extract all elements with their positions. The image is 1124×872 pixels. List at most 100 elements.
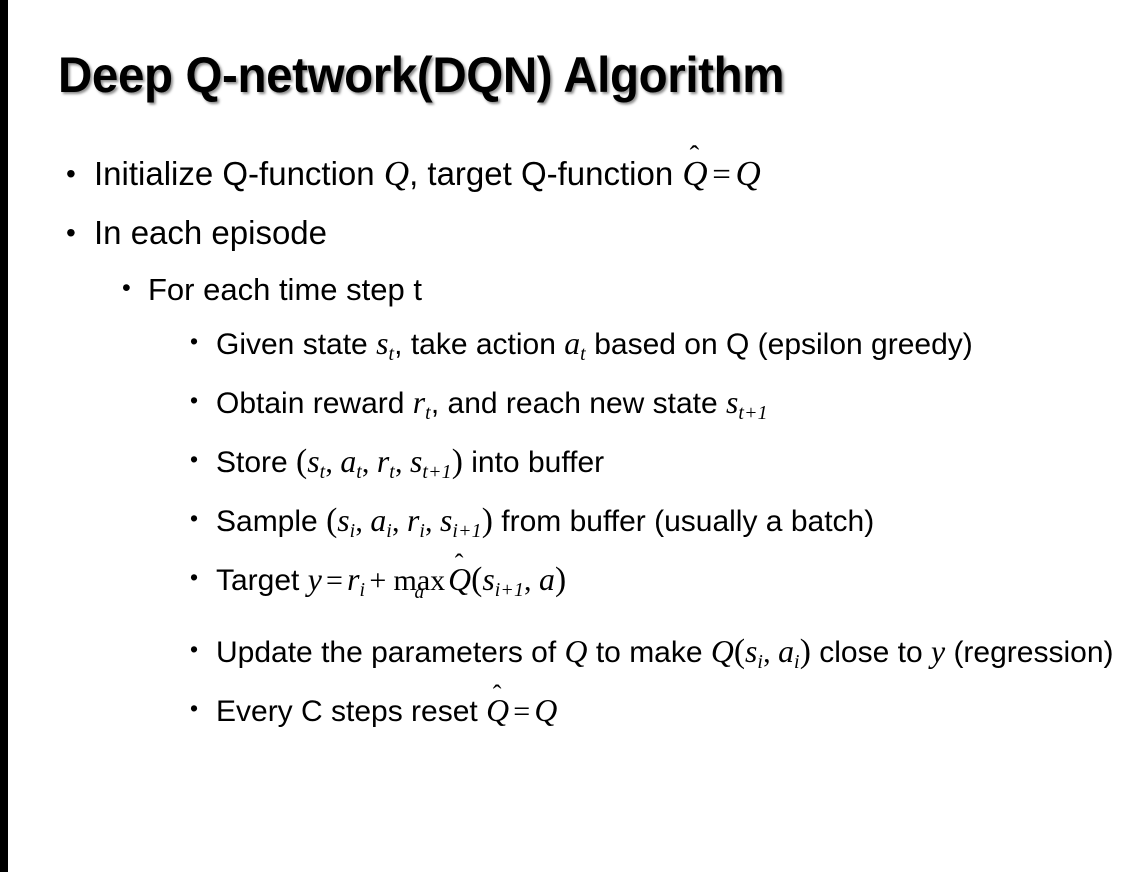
- math-comma: ,: [425, 504, 441, 538]
- math-var-q-base: Q: [682, 154, 708, 193]
- text-fragment: close to: [810, 635, 931, 669]
- math-var-a: a: [778, 633, 795, 669]
- text-fragment: , take action: [394, 328, 565, 361]
- math-var-s: s: [726, 384, 739, 420]
- math-comma: ,: [391, 504, 407, 538]
- math-var-r: r: [412, 384, 426, 420]
- slide-left-edge-bar: [0, 0, 8, 872]
- math-var-s: s: [376, 326, 389, 361]
- list-item-text: For each time step t: [148, 272, 422, 307]
- math-plus: +: [369, 563, 387, 597]
- text-fragment: , target Q-function: [409, 155, 683, 192]
- hat-accent: ˆ: [454, 548, 464, 578]
- math-var-s: s: [337, 502, 350, 538]
- hat-accent: ˆ: [492, 679, 502, 709]
- list-item-text: Store (st, at, rt, st+1) into buffer: [216, 439, 1124, 495]
- math-subscript-t: t: [580, 342, 586, 365]
- math-subscript-i: i: [794, 650, 800, 673]
- math-subscript-i: i: [419, 519, 426, 542]
- math-comma: ,: [325, 445, 341, 479]
- bullet-glyph: •: [190, 386, 199, 413]
- list-item-initialize: • Initialize Q-function Q, target Q-func…: [0, 141, 1124, 199]
- math-max-label: max: [393, 563, 446, 597]
- math-subscript-t: t: [425, 401, 431, 424]
- math-paren-open: (: [733, 632, 746, 670]
- math-paren-open: (: [296, 442, 308, 480]
- bullet-list: • Initialize Q-function Q, target Q-func…: [0, 141, 1124, 737]
- math-var-q: Q: [383, 154, 410, 193]
- math-var-s: s: [482, 561, 495, 597]
- math-subscript-t: t: [356, 460, 362, 483]
- math-subscript-t: t: [389, 460, 395, 483]
- list-item-text: In each episode: [94, 214, 328, 251]
- math-comma: ,: [763, 635, 779, 669]
- bullet-glyph: •: [190, 635, 199, 662]
- bullet-glyph: •: [190, 328, 199, 354]
- text-fragment: Every C steps reset: [216, 694, 487, 728]
- text-fragment: into buffer: [462, 445, 605, 479]
- math-subscript-i: i: [386, 519, 392, 542]
- math-subscript-i-plus-1: i+1: [494, 578, 525, 601]
- list-item-text: Update the parameters of Q to make Q(si,…: [216, 629, 1124, 685]
- text-fragment: based on Q (epsilon greedy): [585, 328, 973, 361]
- math-var-a: a: [564, 326, 581, 361]
- text-fragment: Given state: [216, 328, 377, 361]
- text-fragment: Target: [216, 563, 308, 597]
- text-fragment: Obtain reward: [216, 386, 413, 420]
- math-var-y: y: [307, 561, 322, 597]
- math-var-s: s: [440, 502, 453, 538]
- math-subscript-t: t: [388, 342, 395, 365]
- text-fragment: Initialize Q-function: [94, 155, 384, 192]
- math-comma: ,: [395, 445, 410, 479]
- list-item-in-each-episode: • In each episode: [0, 209, 1124, 257]
- math-var-s: s: [410, 443, 423, 479]
- bullet-glyph: •: [66, 217, 76, 248]
- math-comma: ,: [524, 563, 540, 597]
- list-item-text: Initialize Q-function Q, target Q-functi…: [94, 141, 1054, 199]
- math-var-q2: Q: [735, 154, 761, 193]
- bullet-glyph: •: [190, 445, 199, 472]
- math-subscript-i-plus-1: i+1: [452, 519, 482, 542]
- bullet-glyph: •: [190, 563, 199, 590]
- bullet-glyph: •: [66, 158, 76, 189]
- text-fragment: from buffer (usually a batch): [492, 504, 875, 538]
- list-item-obtain-reward: • Obtain reward rt, and reach new state …: [0, 380, 1124, 436]
- math-paren-close: ): [451, 442, 463, 480]
- math-var-a: a: [539, 561, 555, 597]
- text-fragment: Store: [216, 445, 297, 479]
- hat-accent: ˆ: [689, 139, 700, 172]
- text-fragment: Update the parameters of: [216, 635, 565, 669]
- math-paren-close: ): [481, 501, 493, 539]
- math-var-a: a: [340, 443, 357, 479]
- math-paren-open: (: [471, 560, 483, 598]
- list-item-for-each-time-step: • For each time step t: [0, 267, 1124, 313]
- math-var-q: Q: [534, 692, 558, 728]
- bullet-glyph: •: [190, 504, 199, 531]
- math-var-r: r: [406, 502, 420, 538]
- math-comma: ,: [361, 445, 377, 479]
- text-fragment: (regression): [945, 635, 1114, 669]
- math-paren-close: ): [554, 560, 567, 598]
- math-var-q2: Q: [710, 633, 734, 669]
- math-subscript-t-plus-1: t+1: [422, 460, 452, 483]
- list-item-text: Sample (si, ai, ri, si+1) from buffer (u…: [216, 498, 1124, 554]
- math-var-s: s: [745, 633, 758, 669]
- math-var-a: a: [370, 502, 387, 538]
- math-subscript-t: t: [319, 460, 326, 483]
- text-fragment: , and reach new state: [430, 386, 727, 420]
- math-var-q-base: Q: [486, 692, 510, 728]
- page-title: Deep Q-network(DQN) Algorithm: [58, 47, 785, 103]
- list-item-sample: • Sample (si, ai, ri, si+1) from buffer …: [0, 498, 1124, 554]
- math-paren-open: (: [326, 501, 338, 539]
- text-fragment: to make: [587, 635, 711, 669]
- math-subscript-i: i: [359, 578, 366, 601]
- math-subscript-i: i: [757, 650, 764, 673]
